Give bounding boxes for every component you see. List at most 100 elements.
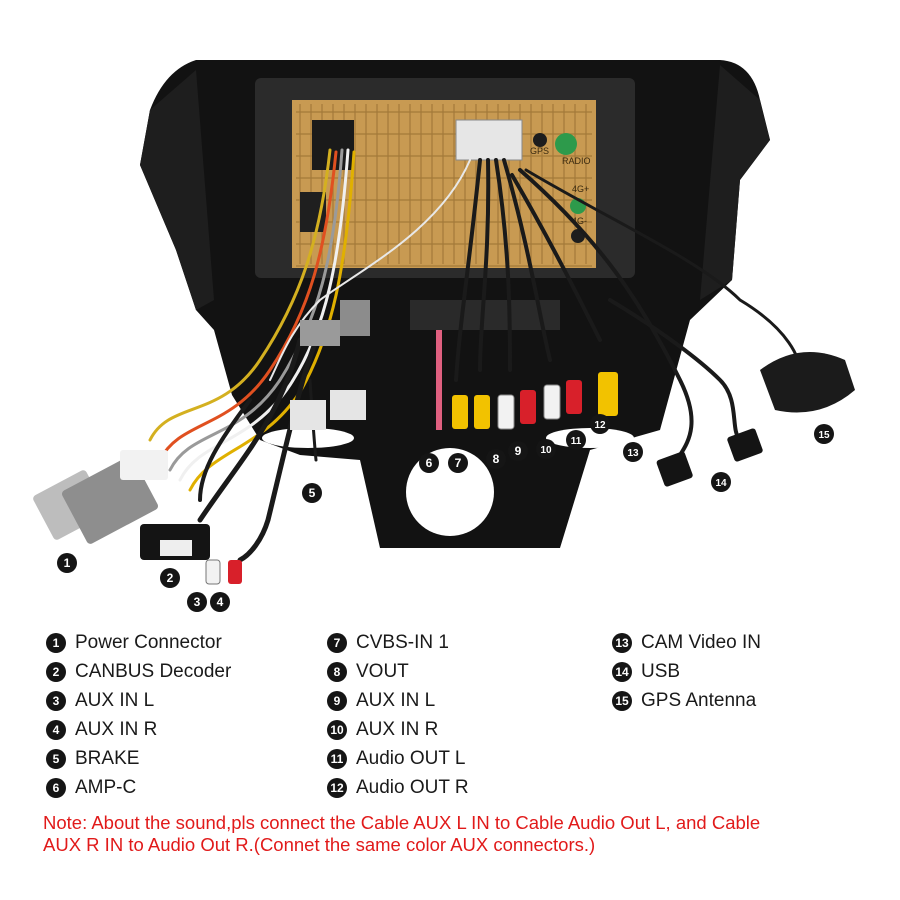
legend-item: 15 GPS Antenna [612,686,761,715]
callout-number: 13 [627,448,639,459]
callout-badge [160,568,180,588]
legend-item: 4 AUX IN R [46,715,231,744]
legend-label: CVBS-IN 1 [356,631,449,653]
callout-number: 7 [455,456,462,470]
callout-number: 15 [818,430,830,441]
callout-number: 11 [571,436,582,447]
vent-slot-left [262,428,354,448]
number-badge: 8 [327,661,347,682]
callout-number: 8 [493,452,500,466]
callout-badge [419,453,439,473]
callout-badge [536,439,556,459]
legend-column-3: 13 CAM Video IN 14 USB 15 GPS Antenna [612,628,761,715]
callout-badge [57,553,77,573]
legend-label: CAM Video IN [641,631,762,653]
legend-item: 3 AUX IN L [46,686,231,715]
number-badge: 2 [46,661,66,682]
number-badge: 12 [327,777,347,798]
panel-label-4g-plus: 4G+ [572,184,589,194]
number-badge: 10 [327,719,347,740]
callout-badge [486,449,506,469]
legend-item: 10 AUX IN R [327,715,469,744]
radio-port [555,133,577,155]
callout-badge [508,441,528,461]
legend-label: AUX IN R [356,718,439,740]
number-badge: 11 [327,748,347,769]
legend-item: 1 Power Connector [46,628,231,657]
rca-group-center [436,330,618,430]
callout-badge [187,592,207,612]
callout-number: 9 [515,444,522,458]
legend-label: BRAKE [75,747,140,769]
legend-item: 6 AMP-C [46,773,231,802]
legend-label: AUX IN L [75,689,155,711]
legend-label: VOUT [356,660,409,682]
callout-number: 4 [217,595,224,609]
power-connectors [33,450,210,560]
legend-item: 7 CVBS-IN 1 [327,628,469,657]
legend-label: Audio OUT R [356,776,469,798]
usb-cables [656,428,763,487]
legend-item: 9 AUX IN L [327,686,469,715]
rca-aux-in-left [205,559,242,585]
legend-column-1: 1 Power Connector 2 CANBUS Decoder 3 AUX IN L… [46,628,231,802]
note-line-1: Note: About the sound,pls connect the Ca… [43,812,761,833]
legend-item: 12 Audio OUT R [327,773,469,802]
callout-number: 6 [426,456,433,470]
legend-item: 11 Audio OUT L [327,744,469,773]
number-badge: 9 [327,690,347,711]
legend-label: Power Connector [75,631,222,653]
panel-label-gps: GPS [530,146,549,156]
callout-badge [448,453,468,473]
panel-label-4g-minus: 4G- [572,216,587,226]
legend-label: GPS Antenna [641,689,757,711]
note-line-2: AUX R IN to Audio Out R.(Connet the same… [43,834,596,855]
number-badge: 1 [46,632,66,653]
callout-number: 3 [194,595,201,609]
callout-badge [566,430,586,450]
callout-number: 14 [715,478,727,489]
wiring-diagram: GPS RADIO 4G+ 4G- [33,60,855,612]
legend-label: CANBUS Decoder [75,660,232,682]
wiring-harness [148,148,802,563]
number-badge: 13 [612,632,632,653]
legend-label: USB [641,660,681,682]
bezel-right-trim [700,65,770,300]
board-connector-block [455,119,523,161]
callout-number: 12 [594,420,606,431]
number-badge: 15 [612,690,632,711]
number-badge: 6 [46,777,66,798]
callout-badge [590,414,610,434]
callout-badge [711,472,731,492]
canbus-connectors [290,300,370,430]
legend-label: AUX IN L [356,689,436,711]
callout-badge [210,592,230,612]
number-badge: 7 [327,632,347,653]
legend-item: 8 VOUT [327,657,469,686]
gps-port [533,133,547,147]
vent-slot-right [546,428,634,448]
callout-number: 2 [167,571,174,585]
panel-label-radio: RADIO [562,156,591,166]
number-badge: 5 [46,748,66,769]
legend-item: 13 CAM Video IN [612,628,761,657]
callout-badge [623,442,643,462]
sound-note: Note: About the sound,pls connect the Ca… [43,812,863,856]
legend-item: 2 CANBUS Decoder [46,657,231,686]
legend-item: 14 USB [612,657,761,686]
number-badge: 3 [46,690,66,711]
legend-label: AUX IN R [75,718,158,740]
number-badge: 4 [46,719,66,740]
callout-badge [814,424,834,444]
legend-label: Audio OUT L [356,747,466,769]
callout-number: 10 [540,445,552,456]
callout-badge [302,483,322,503]
gps-antenna [760,352,855,413]
legend-item: 5 BRAKE [46,744,231,773]
legend-label: AMP-C [75,776,137,798]
bezel-left-trim [140,70,214,310]
callout-number: 1 [64,556,71,570]
number-badge: 14 [612,661,632,682]
